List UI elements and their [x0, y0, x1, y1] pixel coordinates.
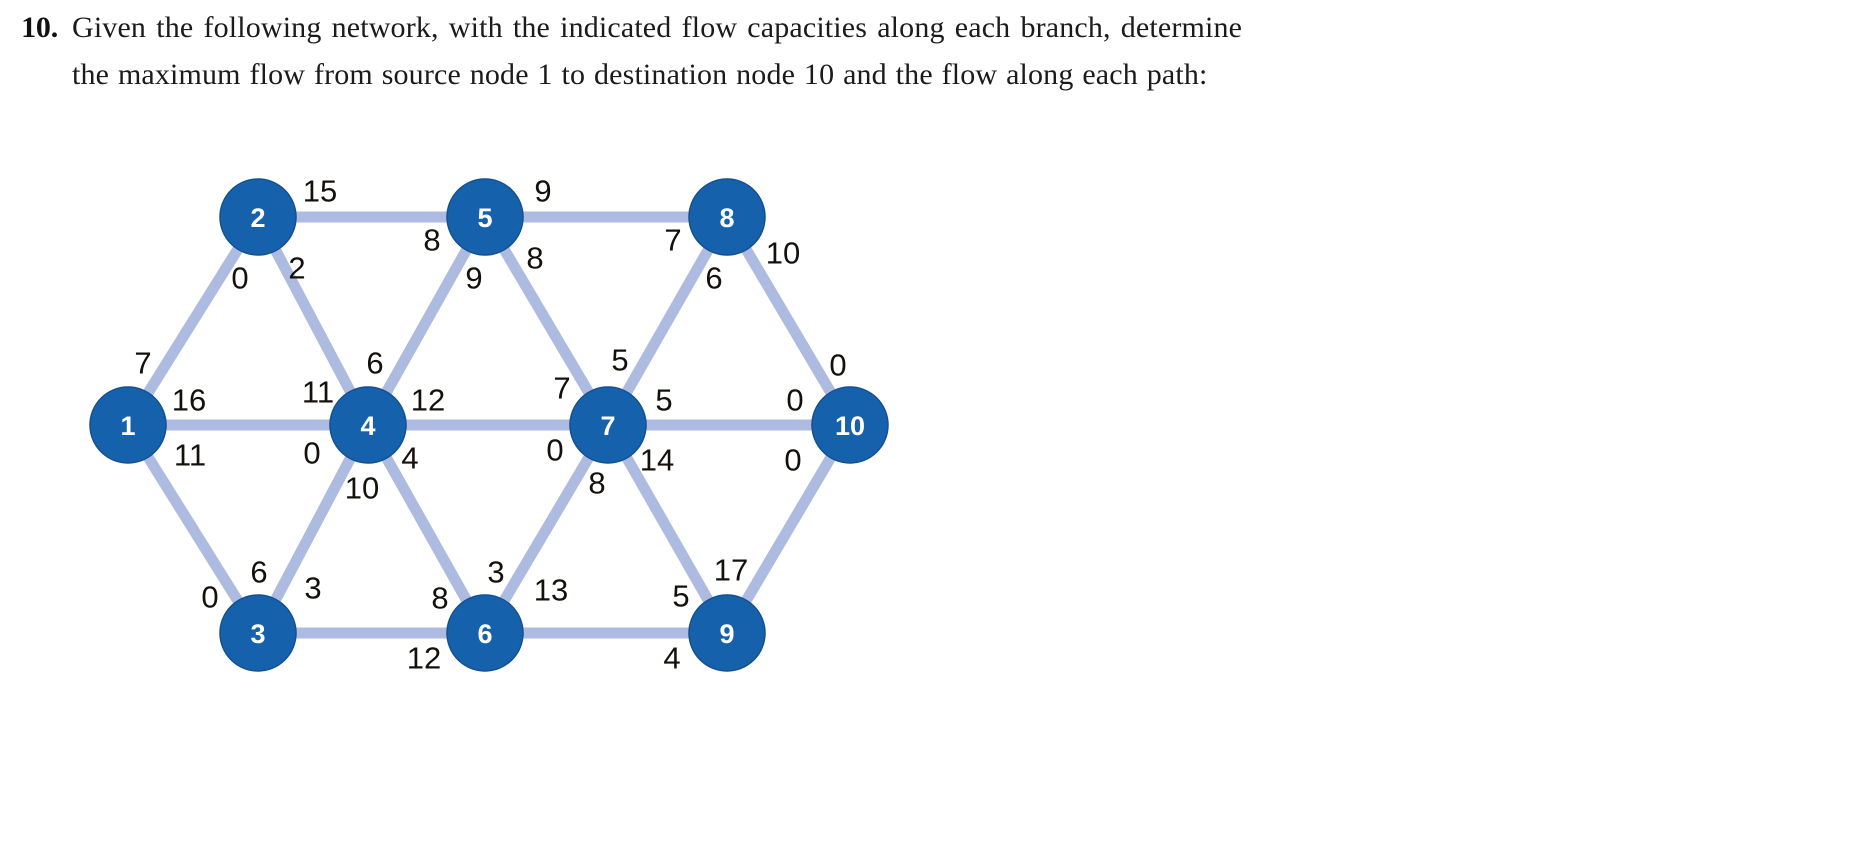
node-label-3: 3: [250, 619, 265, 649]
question-line-1: Given the following network, with the in…: [72, 11, 1243, 44]
capacity-label-7-9-near-9: 5: [672, 579, 689, 614]
node-3: [219, 594, 297, 672]
edge-7-9: [602, 419, 733, 639]
capacity-label-2-5-near-5: 8: [423, 223, 440, 258]
node-label-8: 8: [719, 203, 734, 233]
edge-1-3: [122, 419, 264, 639]
capacity-label-5-8-near-8: 7: [664, 223, 681, 258]
capacity-label-2-5-near-2: 15: [303, 174, 337, 209]
capacity-label-4-5-near-5: 9: [465, 261, 482, 296]
capacity-label-1-2-near-1: 7: [134, 346, 151, 381]
question-number: 10.: [21, 11, 58, 44]
edge-8-10: [721, 211, 856, 431]
edge-3-4: [252, 419, 374, 639]
capacity-label-4-6-near-4: 4: [401, 441, 418, 476]
capacity-label-5-8-near-5: 9: [534, 174, 551, 209]
capacity-label-1-4-near-1: 16: [172, 383, 206, 418]
node-10: [811, 386, 889, 464]
capacity-label-4-6-near-6: 8: [431, 581, 448, 616]
capacity-label-1-2-near-2: 0: [231, 261, 248, 296]
edge-7-8: [602, 211, 733, 431]
capacity-label-6-7-near-6: 3: [487, 555, 504, 590]
capacity-label-3-4-near-3: 6: [250, 555, 267, 590]
capacity-label-4-7-near-4: 12: [411, 383, 445, 418]
capacity-label-7-8-near-8: 6: [705, 261, 722, 296]
node-label-9: 9: [719, 619, 734, 649]
capacity-label-9-10-near-10: 0: [784, 443, 801, 478]
capacity-label-5-7-near-5: 8: [526, 241, 543, 276]
capacity-label-8-10-near-10: 0: [829, 348, 846, 383]
capacity-label-5-7-near-7: 7: [553, 371, 570, 406]
capacity-label-7-9-near-7: 14: [640, 443, 674, 478]
node-2: [219, 178, 297, 256]
node-label-1: 1: [120, 411, 135, 441]
edge-4-5: [362, 211, 491, 431]
capacity-label-4-7-near-7: 0: [546, 433, 563, 468]
edge-1-2: [122, 211, 264, 431]
node-label-10: 10: [835, 411, 865, 441]
node-4: [329, 386, 407, 464]
capacity-label-2-4-near-2: 2: [288, 251, 305, 286]
capacity-label-1-4-near-4: 0: [303, 436, 320, 471]
node-5: [446, 178, 524, 256]
node-8: [688, 178, 766, 256]
edge-2-4: [252, 211, 374, 431]
capacity-label-8-10-near-8: 10: [766, 236, 800, 271]
capacity-label-3-6-near-6: 12: [407, 641, 441, 676]
capacity-label-9-10-near-9: 17: [714, 553, 748, 588]
edge-9-10: [721, 419, 856, 639]
node-6: [446, 594, 524, 672]
node-1: [89, 386, 167, 464]
node-7: [569, 386, 647, 464]
edge-5-7: [479, 211, 614, 431]
question-text: Given the following network, with the in…: [72, 4, 1842, 98]
capacity-label-6-7-near-7: 8: [588, 466, 605, 501]
capacity-label-7-10-near-7: 5: [655, 383, 672, 418]
capacity-label-3-4-near-4: 10: [345, 471, 379, 506]
capacity-label-7-8-near-7: 5: [611, 343, 628, 378]
capacity-label-6-9-near-6: 13: [534, 573, 568, 608]
capacity-label-6-9-near-9: 4: [663, 641, 680, 676]
capacity-label-7-10-near-10: 0: [786, 383, 803, 418]
question-line-2: the maximum flow from source node 1 to d…: [72, 58, 1208, 91]
question-row: 10. Given the following network, with th…: [0, 4, 1858, 98]
node-label-6: 6: [477, 619, 492, 649]
edge-4-6: [362, 419, 491, 639]
capacity-label-1-3-near-1: 11: [174, 438, 206, 473]
capacity-label-3-6-near-3: 3: [304, 571, 321, 606]
node-label-5: 5: [477, 203, 492, 233]
edge-6-7: [479, 419, 614, 639]
capacity-label-2-4-near-4: 11: [302, 375, 334, 410]
edges-group: [122, 211, 856, 639]
capacity-label-1-3-near-3: 0: [201, 580, 218, 615]
node-label-4: 4: [360, 411, 375, 441]
node-label-7: 7: [600, 411, 615, 441]
node-label-2: 2: [250, 203, 265, 233]
capacity-label-4-5-near-4: 6: [366, 346, 383, 381]
question-block: 10. Given the following network, with th…: [0, 0, 1858, 98]
node-9: [688, 594, 766, 672]
